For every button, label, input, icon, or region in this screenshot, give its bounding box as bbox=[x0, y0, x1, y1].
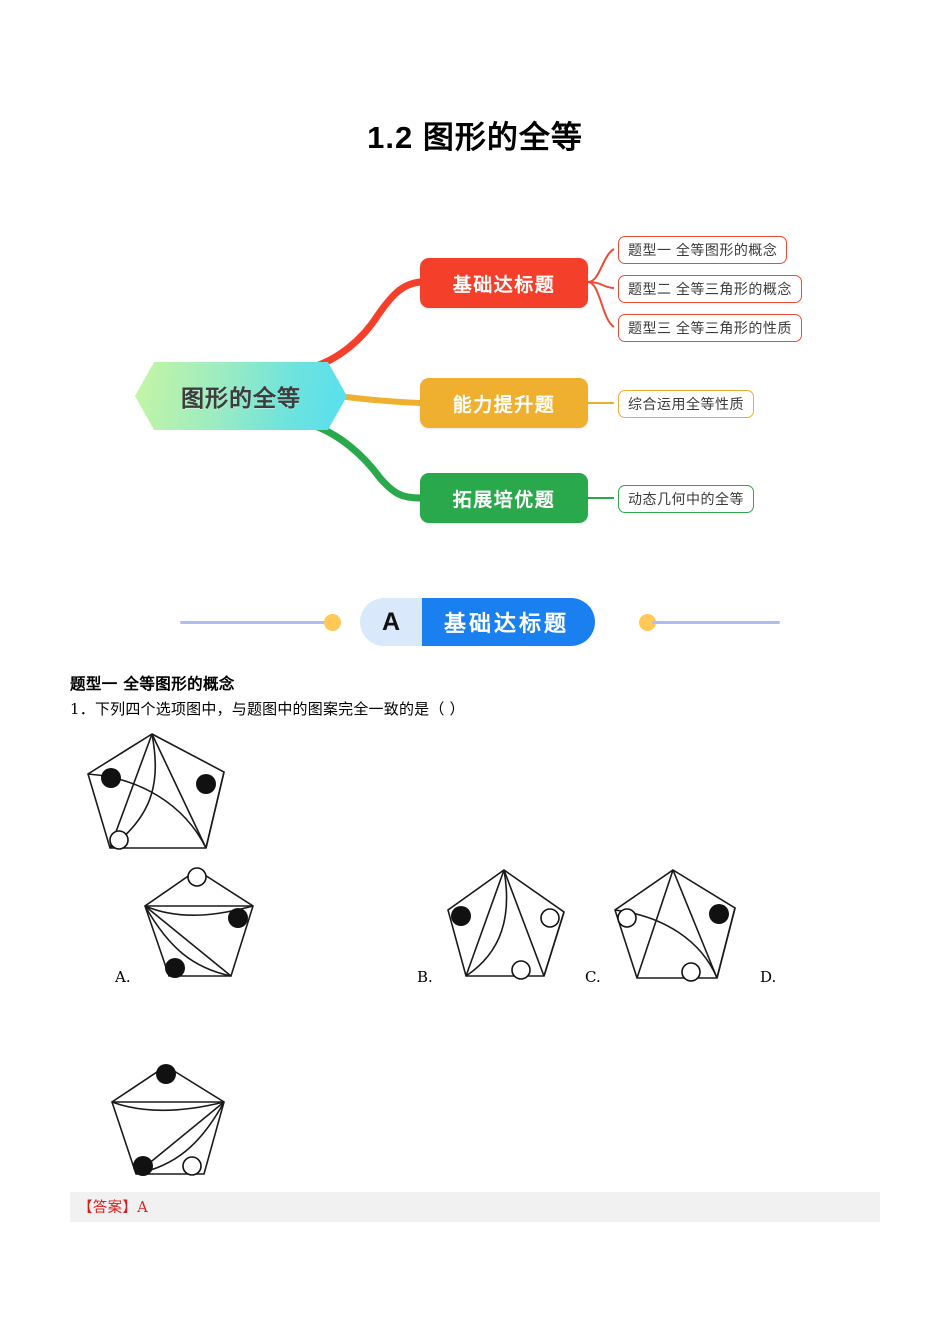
marker-hollow bbox=[540, 908, 560, 928]
banner-line-right bbox=[652, 621, 780, 624]
marker-filled bbox=[709, 904, 729, 924]
marker-hollow bbox=[187, 867, 207, 887]
option-label-c: C. bbox=[585, 968, 601, 986]
marker-filled bbox=[228, 908, 248, 928]
mindmap-branch-label: 基础达标题 bbox=[452, 274, 556, 296]
figure-option-d bbox=[100, 1056, 250, 1186]
marker-filled bbox=[451, 906, 471, 926]
mindmap-branch-label: 拓展培优题 bbox=[452, 489, 556, 511]
banner-line-left bbox=[180, 621, 328, 624]
marker-filled bbox=[165, 958, 185, 978]
marker-hollow bbox=[511, 960, 531, 980]
figure-option-b bbox=[438, 862, 578, 989]
mindmap-leaf-basic-1: 题型一 全等图形的概念 bbox=[618, 236, 788, 264]
marker-hollow bbox=[617, 908, 637, 928]
page-title: 1.2 图形的全等 bbox=[367, 120, 583, 155]
mindmap-leaf-basic-2: 题型二 全等三角形的概念 bbox=[618, 275, 802, 303]
mindmap-center-node: 图形的全等 bbox=[135, 362, 347, 430]
question-stem: 1．下列四个选项图中，与题图中的图案完全一致的是（ ） bbox=[70, 700, 465, 718]
mindmap-leaf-improve-1: 综合运用全等性质 bbox=[618, 390, 754, 418]
marker-hollow bbox=[681, 962, 701, 982]
mindmap-leaf-basic-3: 题型三 全等三角形的性质 bbox=[618, 314, 802, 342]
mindmap-center-label: 图形的全等 bbox=[181, 385, 301, 411]
figure-option-c bbox=[605, 862, 750, 989]
mindmap-branch-label: 能力提升题 bbox=[452, 394, 556, 416]
mindmap-branch-extend: 拓展培优题 bbox=[420, 473, 588, 523]
option-label-b: B. bbox=[417, 968, 433, 986]
mindmap-connectors bbox=[306, 248, 615, 502]
figure-option-a bbox=[135, 862, 285, 989]
marker-filled bbox=[156, 1064, 176, 1084]
marker-hollow bbox=[109, 830, 129, 850]
mindmap: 图形的全等 基础达标题 能力提升题 拓展培优题 题型一 全等图形的概念 题型二 … bbox=[110, 210, 850, 550]
answer-text: 【答案】A bbox=[78, 1200, 148, 1216]
banner-dot-right-icon bbox=[639, 614, 656, 631]
banner-label: 基础达标题 bbox=[422, 598, 596, 646]
figure-reference bbox=[80, 728, 240, 859]
marker-filled bbox=[133, 1156, 153, 1176]
mindmap-branch-basic: 基础达标题 bbox=[420, 258, 588, 308]
mindmap-branch-improve: 能力提升题 bbox=[420, 378, 588, 428]
marker-hollow bbox=[182, 1156, 202, 1176]
marker-filled bbox=[101, 768, 121, 788]
marker-filled bbox=[196, 774, 216, 794]
option-label-a: A. bbox=[115, 968, 131, 986]
section-banner: A 基础达标题 bbox=[180, 598, 780, 648]
answer-band: 【答案】A bbox=[70, 1192, 880, 1222]
option-label-d: D. bbox=[760, 968, 777, 986]
question-type-heading: 题型一 全等图形的概念 bbox=[70, 675, 235, 693]
mindmap-leaf-extend-1: 动态几何中的全等 bbox=[618, 485, 754, 513]
banner-pill: A 基础达标题 bbox=[360, 598, 596, 646]
banner-dot-left-icon bbox=[324, 614, 341, 631]
banner-letter: A bbox=[360, 598, 422, 646]
